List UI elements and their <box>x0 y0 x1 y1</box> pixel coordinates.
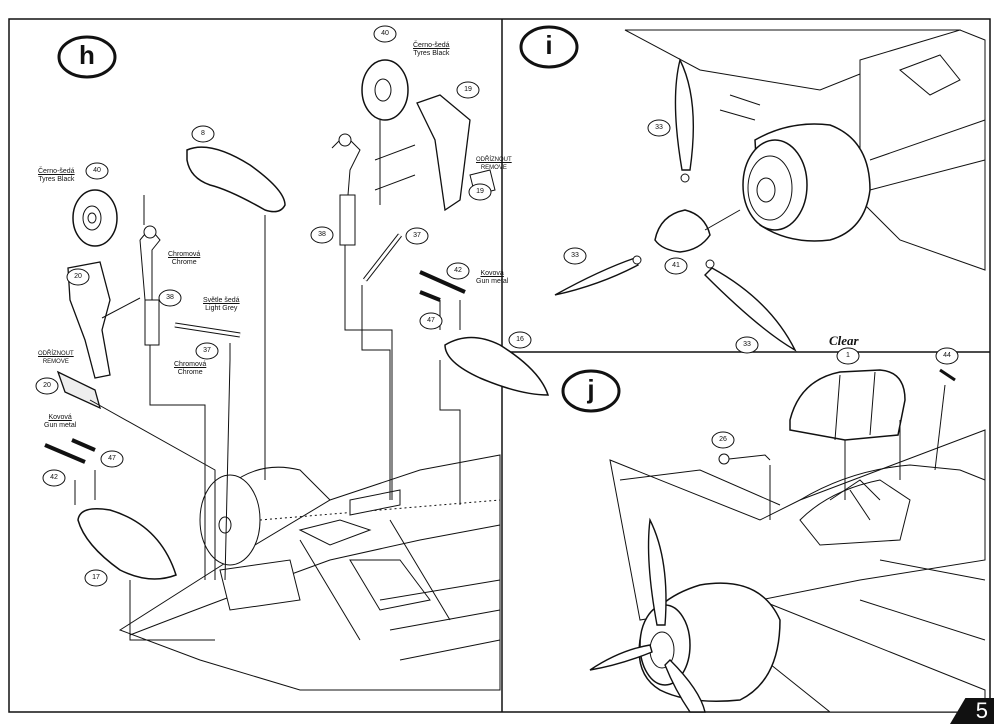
part-1: 1 <box>846 352 850 359</box>
part-47-left: 47 <box>108 455 116 462</box>
step-h-circle <box>57 35 117 79</box>
callout-19a <box>456 81 480 99</box>
callout-37b <box>405 227 429 245</box>
callout-41 <box>664 257 688 275</box>
part-20-door: 20 <box>74 273 82 280</box>
callout-47a <box>419 312 443 330</box>
step-j-label: j <box>587 374 595 404</box>
callout-47b <box>100 450 124 468</box>
callout-44 <box>935 347 959 365</box>
step-h-label: h <box>79 40 95 70</box>
part-33-left: 33 <box>571 252 579 259</box>
step-j-drawing <box>589 368 986 713</box>
part-47-right: 47 <box>427 317 435 324</box>
part-33-right: 33 <box>743 341 751 348</box>
step-i-label: i <box>545 30 553 60</box>
part-41: 41 <box>672 262 680 269</box>
callout-20b <box>35 377 59 395</box>
part-8: 8 <box>201 130 205 137</box>
part-38-right: 38 <box>318 231 326 238</box>
callout-1 <box>836 347 860 365</box>
step-i-drawing <box>554 29 986 352</box>
callout-38a <box>158 289 182 307</box>
callout-40a <box>85 162 109 180</box>
callout-20a <box>66 268 90 286</box>
part-42-left: 42 <box>50 474 58 481</box>
callout-33b <box>563 247 587 265</box>
clear-parts-label: Clear <box>829 333 859 348</box>
part-37-left: 37 <box>203 347 211 354</box>
part-40-top: 40 <box>381 30 389 37</box>
step-j-circle <box>561 369 621 413</box>
step-h-drawing <box>44 59 550 691</box>
callout-38b <box>310 226 334 244</box>
step-i-circle <box>519 25 579 69</box>
part-37-right: 37 <box>413 232 421 239</box>
callout-16 <box>508 331 532 349</box>
part-42-right: 42 <box>454 267 462 274</box>
callout-42a <box>446 262 470 280</box>
page-frame <box>8 18 991 713</box>
callout-40b <box>373 25 397 43</box>
part-26: 26 <box>719 436 727 443</box>
callout-37a <box>195 342 219 360</box>
part-44: 44 <box>943 352 951 359</box>
callout-33a <box>647 119 671 137</box>
part-19-tab: 19 <box>476 188 484 195</box>
part-17: 17 <box>92 574 100 581</box>
callout-8 <box>191 125 215 143</box>
part-40-left: 40 <box>93 167 101 174</box>
part-16: 16 <box>516 336 524 343</box>
part-20-panel: 20 <box>43 382 51 389</box>
callout-26 <box>711 431 735 449</box>
part-19-bay: 19 <box>464 86 472 93</box>
callout-42b <box>42 469 66 487</box>
part-38-left: 38 <box>166 294 174 301</box>
callout-17 <box>84 569 108 587</box>
callout-33c <box>735 336 759 354</box>
callout-19b <box>468 183 492 201</box>
part-33-top: 33 <box>655 124 663 131</box>
